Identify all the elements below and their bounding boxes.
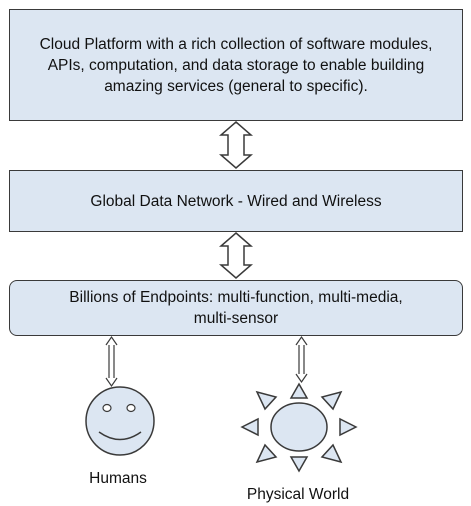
double-line-arrow-icon-world <box>295 335 308 384</box>
cloud-platform-text: Cloud Platform with a rich collection of… <box>39 35 433 95</box>
double-headed-arrow-icon-upper <box>218 121 254 169</box>
humans-label: Humans <box>89 470 147 487</box>
physical-world-label: Physical World <box>246 486 350 503</box>
smiley-face-icon <box>85 386 155 456</box>
cloud-platform-box: Cloud Platform with a rich collection of… <box>9 9 463 121</box>
endpoints-box: Billions of Endpoints: multi-function, m… <box>9 280 463 336</box>
global-data-network-box: Global Data Network - Wired and Wireless <box>9 170 463 232</box>
double-line-arrow-icon-humans <box>105 335 118 388</box>
double-headed-arrow-icon-lower <box>218 232 254 279</box>
sun-icon <box>240 382 358 473</box>
endpoints-text: Billions of Endpoints: multi-function, m… <box>69 289 403 327</box>
global-data-network-text: Global Data Network - Wired and Wireless <box>90 192 382 210</box>
